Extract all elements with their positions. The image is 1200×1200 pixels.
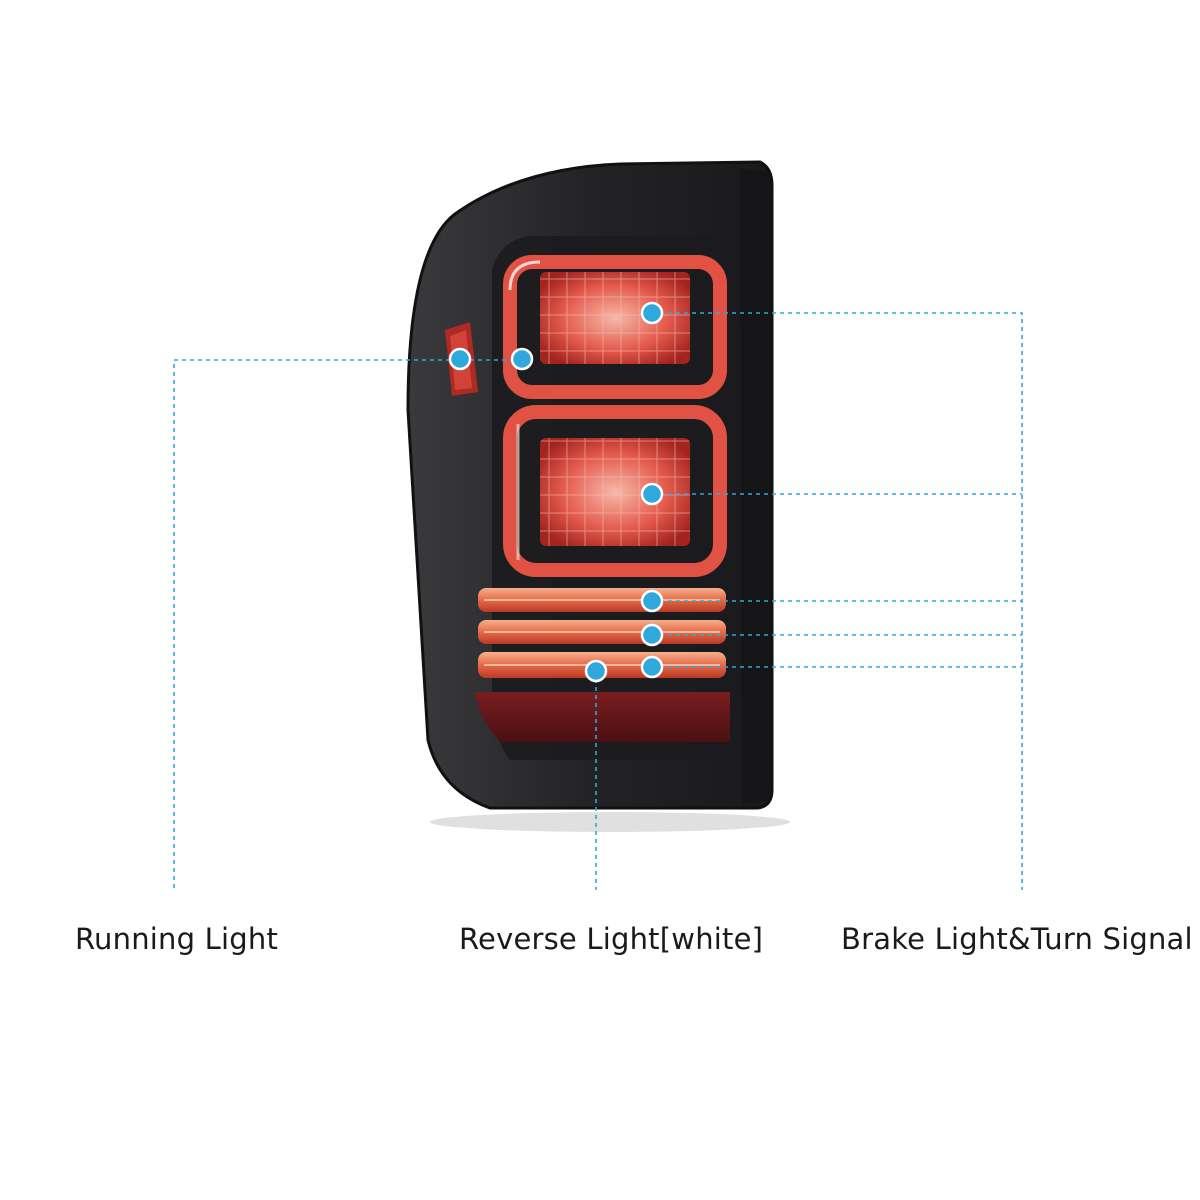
- running-light-callout-line: [173, 359, 522, 890]
- running-light-label: Running Light: [75, 922, 279, 956]
- running-light-marker-2: [510, 347, 534, 371]
- brake-upper-callout-line: [652, 312, 1023, 890]
- led-bar-stack: [478, 588, 726, 678]
- callout-lines: [173, 312, 1023, 890]
- brake-bar3-marker: [640, 655, 664, 679]
- callout-markers: [448, 301, 664, 683]
- brake-bar1-marker: [640, 589, 664, 613]
- bottom-reflector: [475, 692, 730, 742]
- middle-led-module: [503, 405, 727, 577]
- upper-led-module: [503, 255, 727, 399]
- brake-middle-marker: [640, 482, 664, 506]
- brake-upper-marker: [640, 301, 664, 325]
- running-light-marker-1: [448, 347, 472, 371]
- brake-turn-signal-label: Brake Light&Turn Signal: [841, 922, 1193, 956]
- brake-bar2-marker: [640, 623, 664, 647]
- reverse-light-marker: [584, 659, 608, 683]
- reverse-light-label: Reverse Light[white]: [459, 922, 764, 956]
